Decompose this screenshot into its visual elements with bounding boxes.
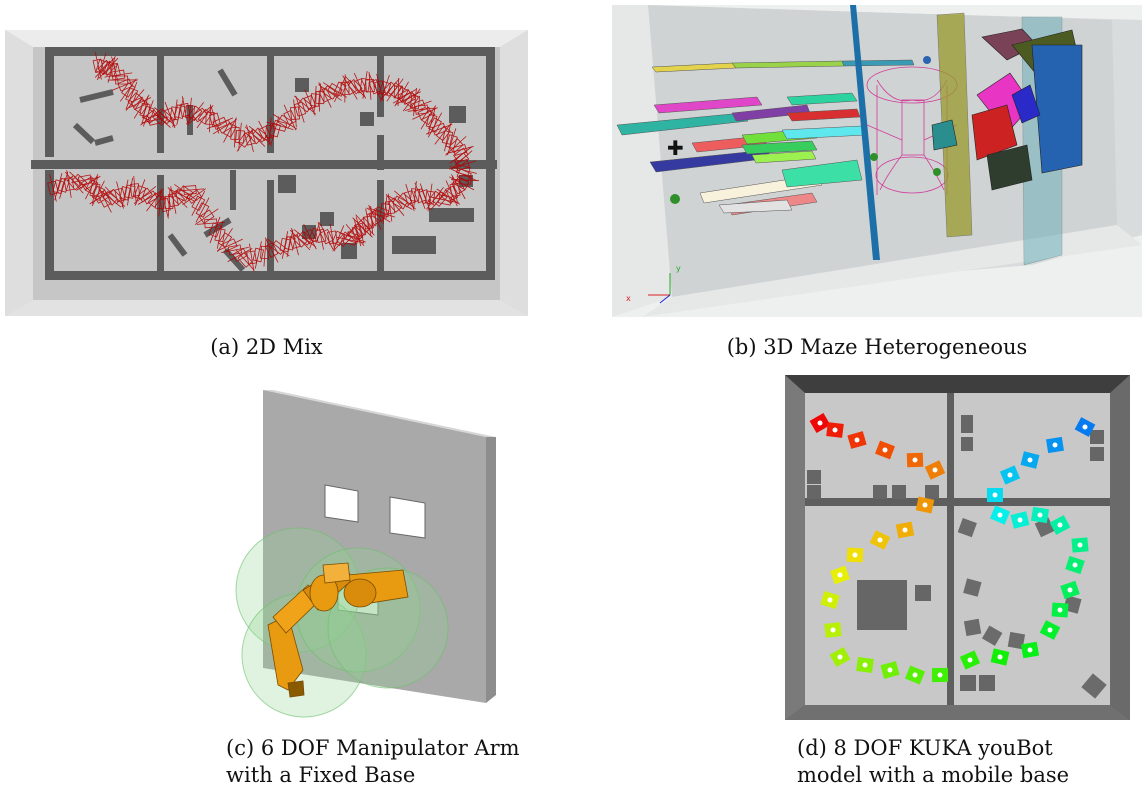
caption-d-line2: model with a mobile base [797,763,1070,787]
caption-c-line1: (c) 6 DOF Manipulator Arm [226,736,520,760]
axis-x-glyph: x [626,294,631,303]
svg-text:✚: ✚ [667,136,684,160]
caption-c-line2: with a Fixed Base [226,763,416,787]
axis-y-glyph: y [676,264,681,273]
figure-kuka-youbot [785,375,1130,720]
caption-b: (b) 3D Maze Heterogeneous [726,335,1028,359]
figure-2d-mix [5,30,528,316]
caption-a: (a) 2D Mix [210,335,323,359]
figure-manipulator-arm [228,385,528,725]
figure-3d-maze: ✚ x y [612,5,1142,317]
caption-d-line1: (d) 8 DOF KUKA youBot [797,736,1053,760]
